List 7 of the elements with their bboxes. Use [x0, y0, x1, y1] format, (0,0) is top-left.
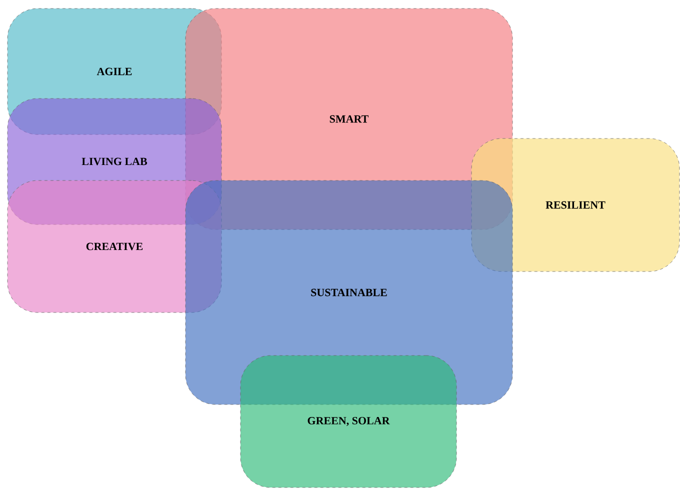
rounded-box: GREEN, SOLAR	[240, 355, 457, 488]
rounded-box: SMART	[185, 8, 513, 230]
rounded-box: LIVING LAB	[7, 98, 222, 225]
rounded-box: CREATIVE	[7, 180, 222, 313]
rounded-box: RESILIENT	[471, 138, 680, 272]
rounded-box: SUSTAINABLE	[185, 180, 513, 405]
rounded-box: AGILE	[7, 8, 222, 135]
